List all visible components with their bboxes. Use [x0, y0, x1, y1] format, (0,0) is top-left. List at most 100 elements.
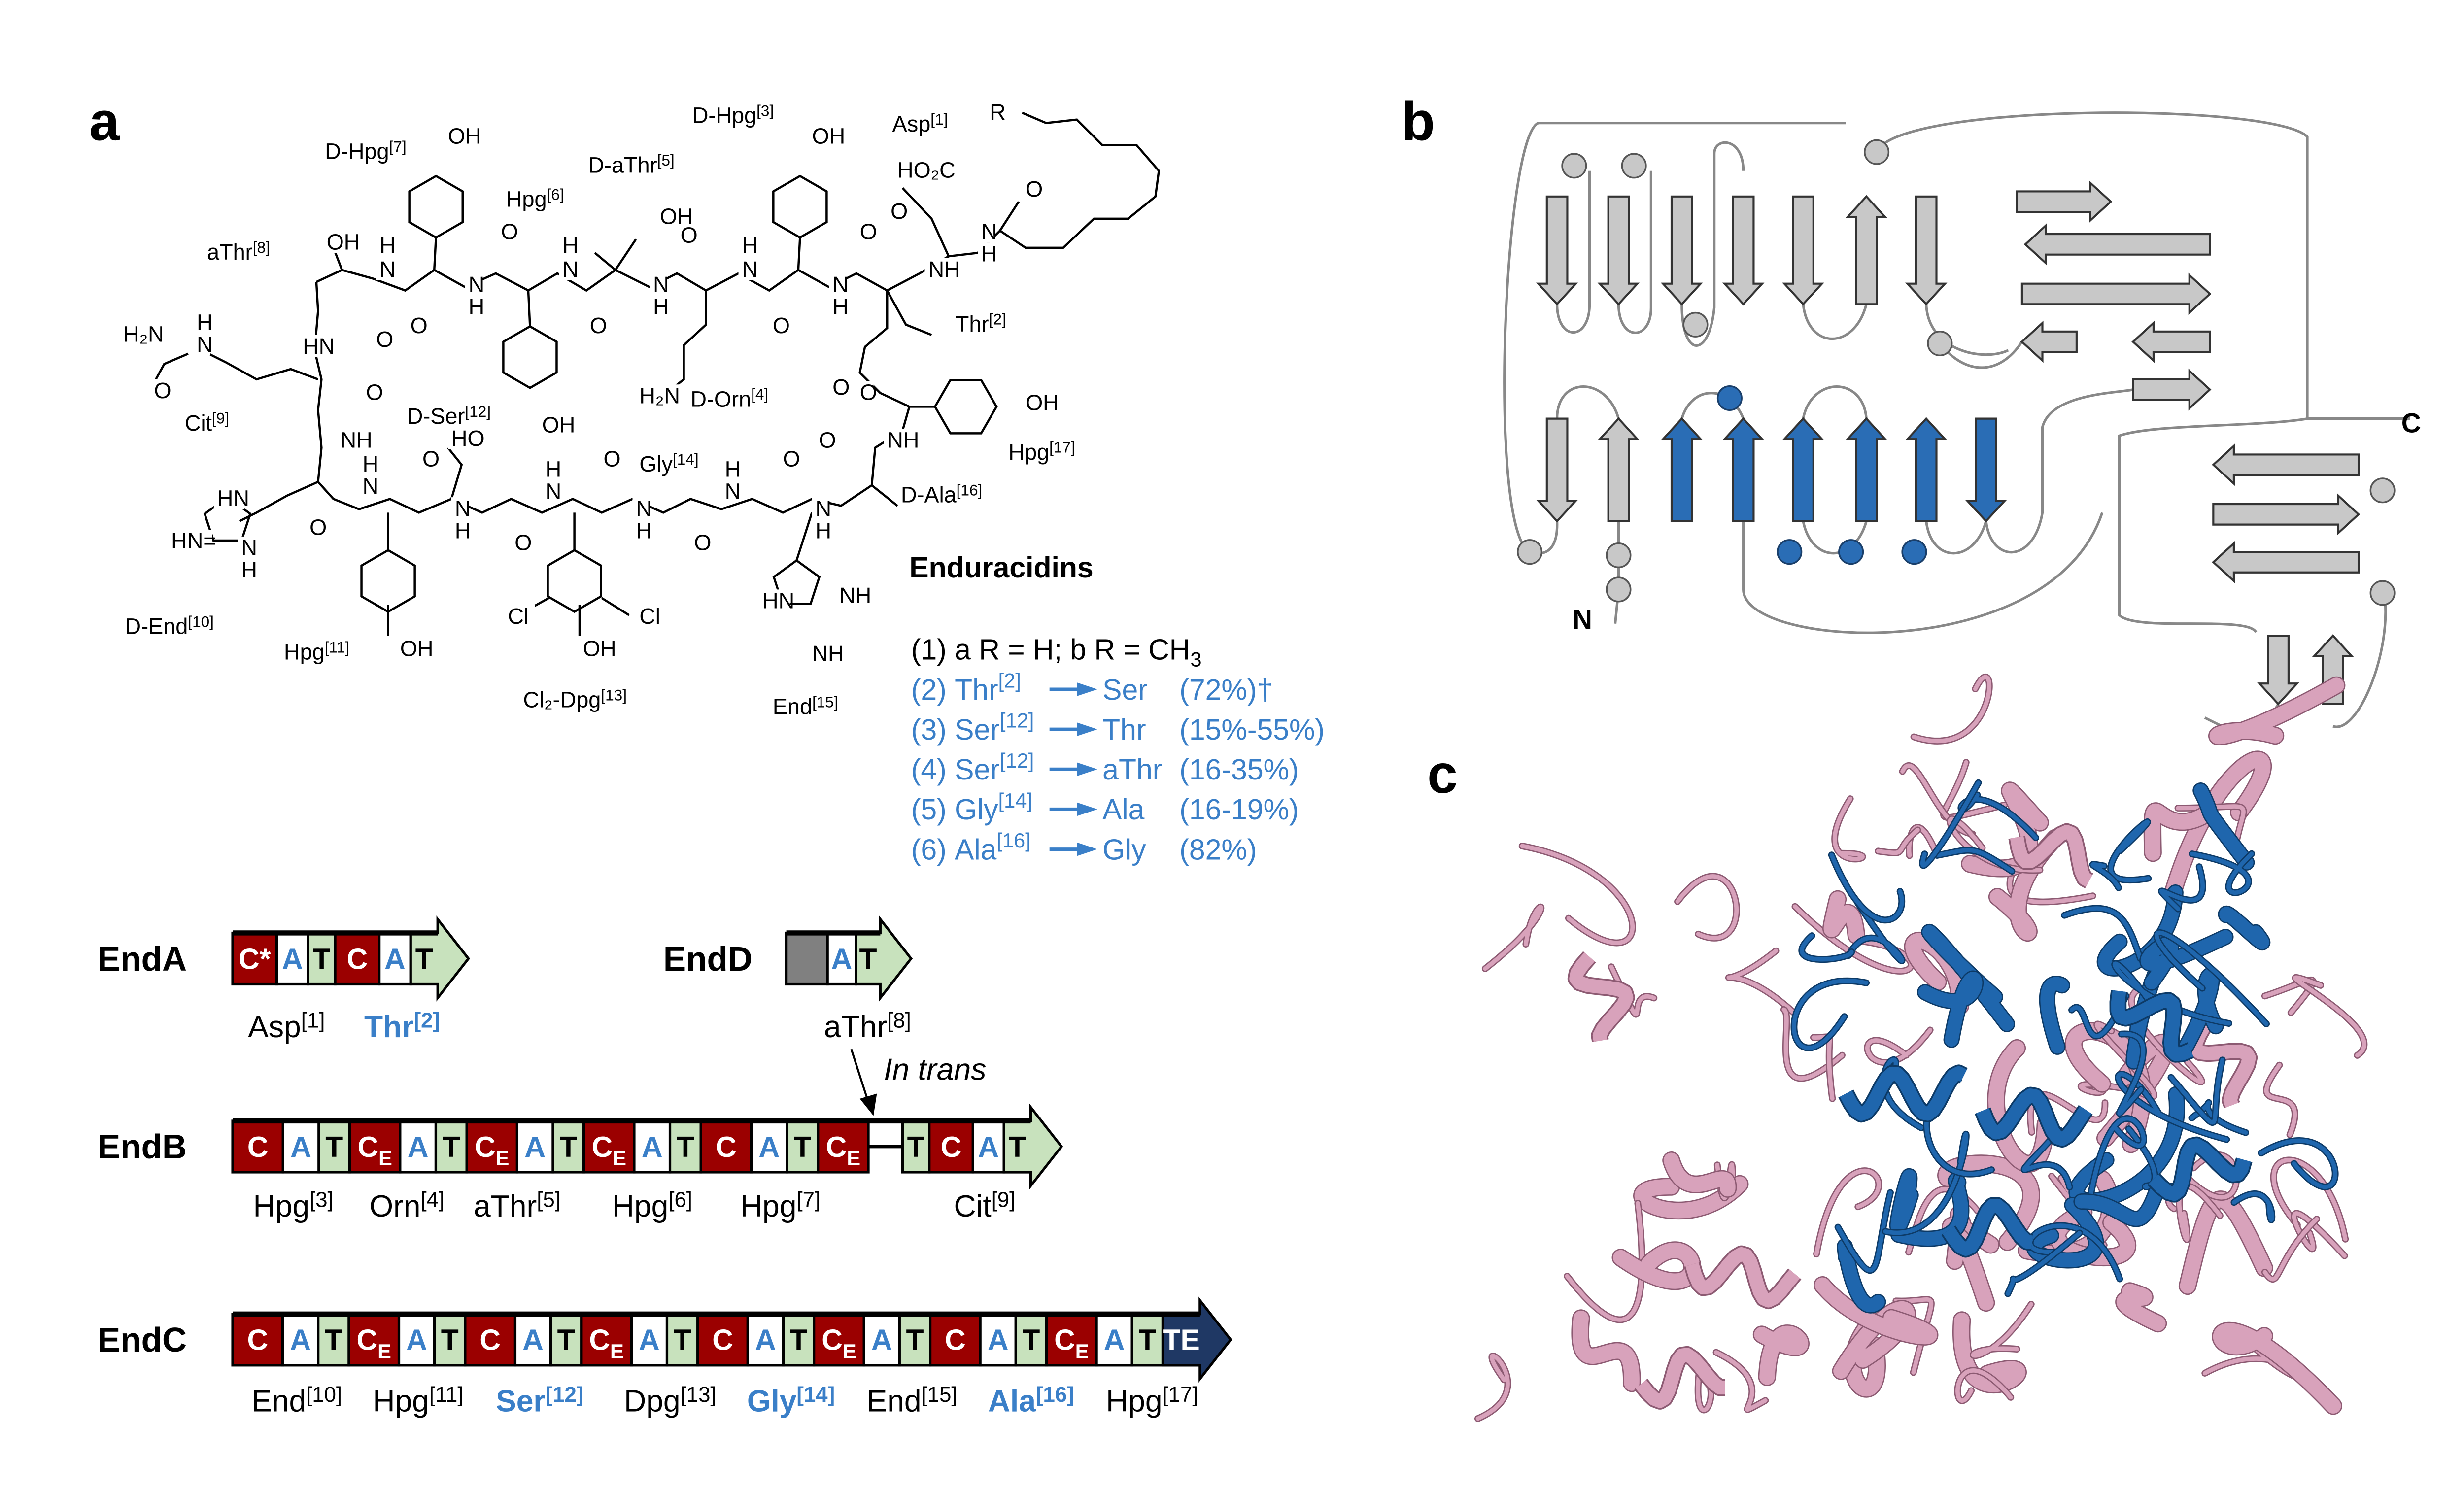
atom-label: N [469, 272, 485, 297]
atom-label: HN [303, 334, 335, 359]
atom-background [238, 536, 255, 559]
protein-backbone [1989, 830, 2063, 941]
bond [594, 252, 616, 271]
label-superscript: [12] [1000, 709, 1034, 732]
label-superscript: [3] [309, 1187, 334, 1212]
atom-background [978, 242, 995, 265]
protein-backbone [1475, 1354, 1510, 1421]
label-text: Hpg [253, 1189, 309, 1223]
label-text: aThr [824, 1010, 887, 1044]
atom-label: N [816, 496, 832, 521]
atom-background [542, 480, 559, 503]
protein-backbone [1634, 1176, 1747, 1219]
domain-ce [348, 1119, 402, 1174]
alpha-helix [1976, 1088, 2091, 1146]
loop-path [1503, 111, 2410, 737]
protein-backbone [2117, 1032, 2146, 1116]
loop-residue-circle [1927, 331, 1953, 357]
domain-label: A [871, 1324, 892, 1356]
label-superscript: [2] [989, 310, 1006, 328]
protein-backbone [2166, 752, 2271, 897]
protein-backbone [2169, 1057, 2225, 1125]
variant-yield: (16-35%) [1179, 754, 1299, 786]
atom-background [721, 458, 739, 480]
domain-a [630, 1313, 669, 1367]
residue-label: End[15] [773, 693, 838, 719]
residue-label: End[15] [867, 1383, 958, 1419]
bond [999, 111, 1160, 249]
atom-background [636, 605, 667, 627]
domain-a [397, 1313, 436, 1367]
label-superscript: [7] [796, 1187, 821, 1212]
atom-label: O [832, 374, 850, 400]
atom-label: N [636, 496, 652, 521]
label-text: Thr [956, 311, 989, 337]
domain-c [696, 1313, 749, 1367]
beta-strand-arrow [1597, 195, 1640, 306]
variant-number: (6) [911, 834, 955, 866]
variant-from: (2) Thr[2] [911, 669, 1021, 706]
panel-label-a: a [89, 91, 120, 152]
residue-label: Hpg[6] [612, 1187, 692, 1223]
atom-label: O [309, 514, 327, 540]
protein-backbone [1754, 1325, 1809, 1385]
atom-background [376, 258, 393, 280]
variant-number: (4) [911, 754, 955, 786]
atom-background [650, 273, 667, 296]
atom-background [812, 519, 829, 542]
residue-label: Hpg[17] [1008, 439, 1075, 465]
atom-label: HN [217, 485, 249, 510]
highlighted-residue-circle [1716, 385, 1743, 411]
bond [527, 290, 531, 327]
domain-label: T [441, 1324, 459, 1356]
variant-to-residue: Gly [1102, 834, 1146, 866]
beta-strand-arrow [2016, 180, 2113, 223]
beta-strand-arrow [2212, 541, 2360, 583]
domain-a [513, 1313, 552, 1367]
residue-label: Hpg[11] [373, 1383, 463, 1419]
atom-label: O [154, 378, 171, 403]
domain-t [901, 1119, 931, 1174]
atom-background [359, 452, 376, 475]
domain-label: A [759, 1131, 780, 1163]
protein-backbone [2022, 1128, 2072, 1189]
label-superscript: [9] [212, 409, 229, 427]
atom-background [808, 125, 840, 147]
label-text: Thr [364, 1010, 414, 1044]
variant-yield: (72%)† [1179, 674, 1273, 706]
atom-background [1022, 391, 1053, 414]
panel-label-c: c [1427, 744, 1458, 805]
atom-background [538, 413, 570, 436]
atom-label: N [832, 272, 849, 297]
domain-label: A [642, 1131, 663, 1163]
domain-label: A [1104, 1324, 1125, 1356]
loop-residue-circle [1606, 542, 1632, 569]
alpha-helix [1635, 1348, 1727, 1408]
domain-label: T [790, 1324, 808, 1356]
variant-from-residue: Ser [955, 754, 1000, 786]
label-superscript: [14] [796, 1383, 835, 1407]
atom-label: O [411, 313, 428, 338]
loop-residue-circle [2369, 477, 2396, 504]
bond [201, 349, 319, 381]
label-superscript: [2] [414, 1008, 440, 1032]
beta-strand-arrow [2132, 368, 2212, 411]
label-superscript: [2] [998, 669, 1021, 692]
variant-from-residue: Ser [955, 714, 1000, 746]
atom-label: NH [340, 428, 372, 453]
domain-label: T [415, 943, 433, 975]
label-text: End [867, 1384, 922, 1418]
atom-label: H [816, 518, 832, 543]
residue-label: Gly[14] [747, 1383, 835, 1419]
alpha-helix [2010, 825, 2093, 887]
protein-structure [1474, 673, 2368, 1422]
variant-number: (3) [911, 714, 955, 746]
alpha-helix [1943, 1198, 2034, 1256]
atom-background [580, 637, 611, 660]
variant-to-residue: Ala [1102, 794, 1144, 826]
atom-label: O [860, 379, 877, 405]
